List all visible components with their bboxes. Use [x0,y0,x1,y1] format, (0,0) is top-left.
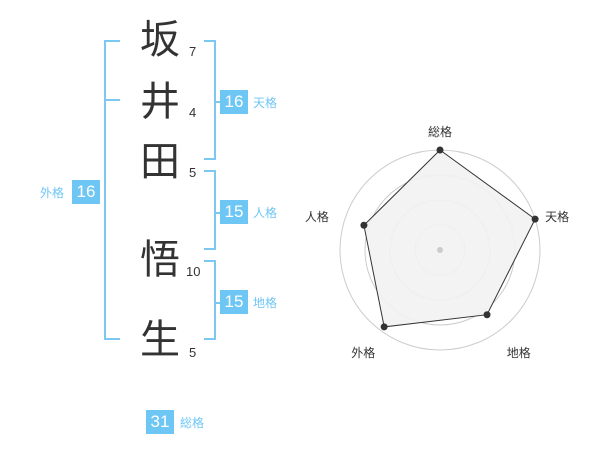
radar-axis-label: 総格 [428,124,452,139]
radar-axis-label: 人格 [305,209,329,224]
gaikaku-bracket-bottom [104,338,120,340]
radar-point-0 [436,146,444,154]
jinkaku-bracket-vertical [214,170,216,250]
chikaku-label: 地格 [253,296,278,310]
radar-axis-label: 外格 [351,345,375,360]
radar-axis-label: 天格 [545,209,569,224]
chikaku-bracket-top [204,260,216,262]
tenkaku-bracket-bottom [204,158,216,160]
jinkaku-label: 人格 [253,206,278,220]
radar-center-dot [437,247,443,253]
gaikaku-bracket-vertical [104,40,106,340]
jinkaku-bracket-connector [214,212,222,214]
stroke-count-1: 7 [189,44,197,59]
gaikaku-bracket-mid [104,99,120,101]
name-char-1: 坂 [140,17,180,63]
jinkaku-value-badge: 15 [220,200,248,224]
soukaku-value-badge: 31 [146,410,174,434]
stroke-count-5: 5 [189,345,197,360]
name-char-3: 田 [140,139,180,185]
radar-axis-label: 地格 [507,345,531,360]
gaikaku-label: 外格 [40,186,65,200]
soukaku-label: 総格 [180,416,205,430]
chikaku-value-badge: 15 [220,290,248,314]
radar-point-4 [360,221,368,229]
name-char-5: 生 [140,317,180,363]
tenkaku-bracket-top [204,40,216,42]
name-char-2: 井 [140,79,180,125]
tenkaku-bracket-connector [214,101,222,103]
jinkaku-bracket-bottom [204,248,216,250]
stroke-count-3: 5 [189,165,197,180]
tenkaku-bracket-vertical [214,40,216,160]
tenkaku-label: 天格 [253,96,278,110]
chikaku-bracket-bottom [204,338,216,340]
radar-point-2 [483,311,491,319]
tenkaku-value-badge: 16 [220,90,248,114]
stroke-count-4: 10 [186,264,201,279]
stroke-count-2: 4 [189,105,197,120]
gaikaku-bracket-top [104,40,120,42]
jinkaku-bracket-top [204,170,216,172]
name-char-4: 悟 [140,237,180,283]
radar-points [360,146,539,331]
radar-point-3 [380,323,388,331]
radar-shape [363,149,536,328]
chikaku-bracket-vertical [214,260,216,340]
radar-point-1 [531,215,539,223]
chikaku-bracket-connector [214,302,222,304]
gaikaku-value-badge: 16 [72,180,100,204]
